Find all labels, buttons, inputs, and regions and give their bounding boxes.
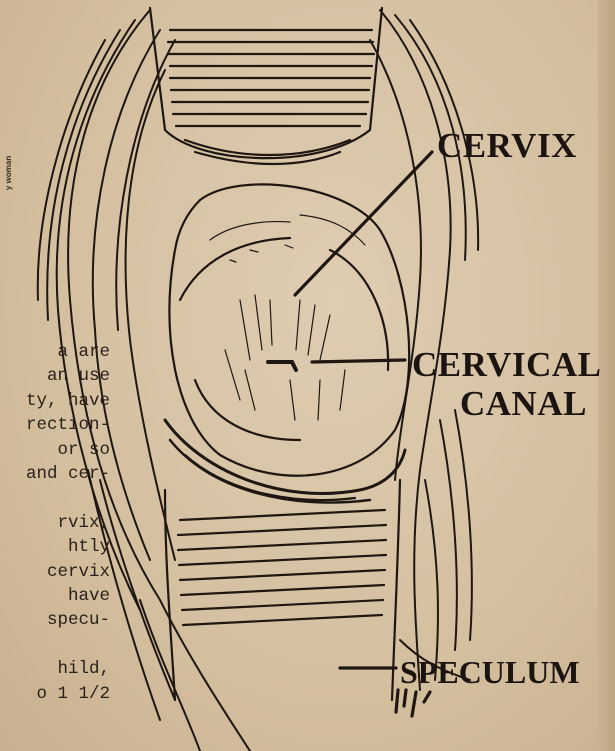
text-line: [0, 486, 110, 510]
text-line: htly: [0, 535, 110, 559]
text-line: have: [0, 584, 110, 608]
cervical-canal-label-line2: CANAL: [460, 386, 587, 421]
speculum-label: SPECULUM: [400, 656, 580, 688]
cervical-canal-label-line1: CERVICAL: [412, 347, 601, 382]
body-text-column: a are an use ty, have rection- or so and…: [0, 340, 110, 706]
upper-speculum-blade: [150, 8, 382, 164]
text-line: cervix: [0, 560, 110, 584]
cervix-dome: [165, 184, 409, 502]
text-line: [0, 633, 110, 657]
text-line: or so: [0, 438, 110, 462]
text-line: hild,: [0, 657, 110, 681]
text-line: an use: [0, 364, 110, 388]
text-line: o 1 1/2: [0, 682, 110, 706]
cervix-label: CERVIX: [437, 128, 577, 163]
text-line: a are: [0, 340, 110, 364]
text-line: rection-: [0, 413, 110, 437]
cervical-os: [268, 362, 296, 370]
photo-credit: y woman: [4, 156, 13, 190]
text-line: specu-: [0, 608, 110, 632]
text-line: ty, have: [0, 389, 110, 413]
text-line: rvix,: [0, 511, 110, 535]
pointer-lines: [295, 152, 432, 716]
text-line: and cer-: [0, 462, 110, 486]
